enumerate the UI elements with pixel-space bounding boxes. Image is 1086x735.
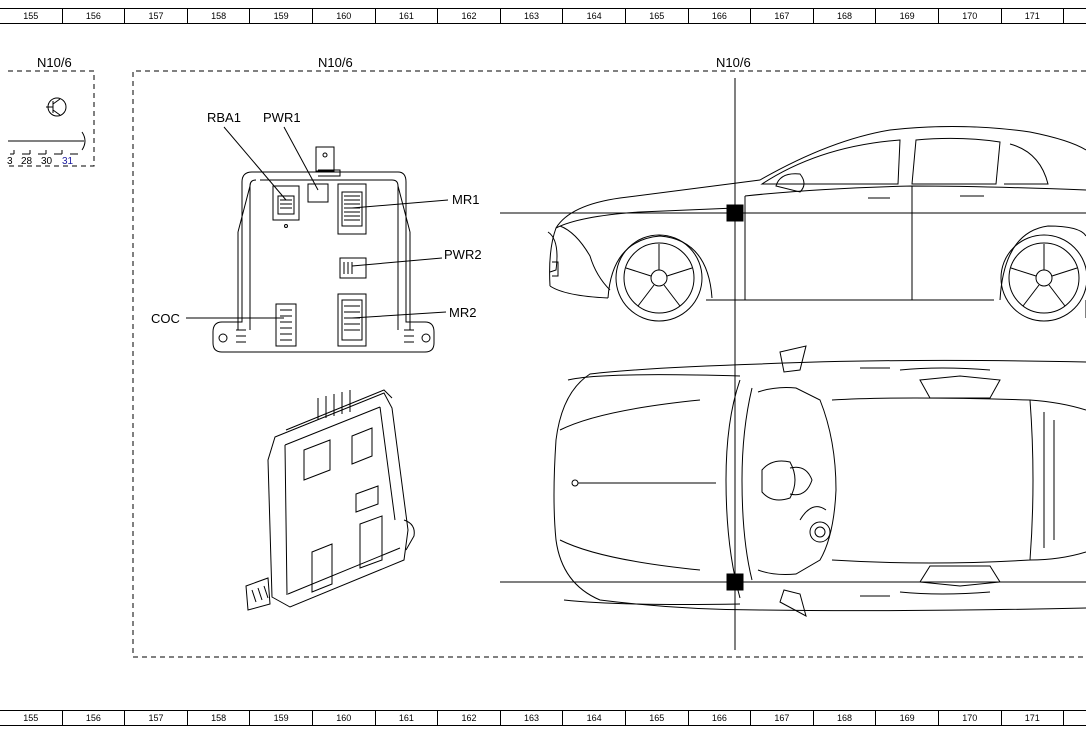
ruler-cell: 158 bbox=[188, 9, 251, 23]
top-grid-ruler: 155 156 157 158 159 160 161 162 163 164 … bbox=[0, 8, 1086, 24]
vehicle-top-view bbox=[553, 345, 1086, 617]
ruler-cell: 166 bbox=[689, 9, 752, 23]
ruler-cell: 169 bbox=[876, 9, 939, 23]
ruler-cell: 160 bbox=[313, 711, 376, 725]
ruler-cell: 161 bbox=[376, 9, 439, 23]
left-box-title: N10/6 bbox=[37, 55, 72, 70]
left-component-box bbox=[8, 70, 95, 167]
center-title: N10/6 bbox=[318, 55, 353, 70]
ruler-cell: 166 bbox=[689, 711, 752, 725]
ruler-cell: 159 bbox=[250, 9, 313, 23]
callout-pwr1: PWR1 bbox=[263, 110, 301, 125]
ruler-cell: 159 bbox=[250, 711, 313, 725]
ruler-cell: 170 bbox=[939, 711, 1002, 725]
ruler-cell: 168 bbox=[814, 9, 877, 23]
ruler-cell: 161 bbox=[376, 711, 439, 725]
pin-number: 3 bbox=[7, 156, 13, 167]
ruler-cell: 167 bbox=[751, 9, 814, 23]
ruler-cell: 156 bbox=[63, 711, 126, 725]
ruler-cell: 167 bbox=[751, 711, 814, 725]
sam-module-perspective-view bbox=[245, 389, 415, 611]
ruler-cell: 168 bbox=[814, 711, 877, 725]
ruler-cell: 158 bbox=[188, 711, 251, 725]
ruler-cell: 164 bbox=[563, 9, 626, 23]
ruler-cell: 162 bbox=[438, 711, 501, 725]
ruler-cell: 163 bbox=[501, 711, 564, 725]
ruler-cell: 155 bbox=[0, 9, 63, 23]
callout-leaders bbox=[186, 126, 449, 319]
ruler-cell: 163 bbox=[501, 9, 564, 23]
ruler-cell: 160 bbox=[313, 9, 376, 23]
ruler-cell: 155 bbox=[0, 711, 63, 725]
ruler-cell: 165 bbox=[626, 711, 689, 725]
ruler-cell: 170 bbox=[939, 9, 1002, 23]
ruler-cell: 162 bbox=[438, 9, 501, 23]
sam-module-top-view bbox=[212, 146, 435, 353]
location-crosshair bbox=[500, 78, 1086, 650]
ruler-cell: 169 bbox=[876, 711, 939, 725]
callout-coc: COC bbox=[151, 311, 180, 326]
pin-number: 28 bbox=[21, 156, 33, 167]
ruler-cell: 165 bbox=[626, 9, 689, 23]
callout-rba1: RBA1 bbox=[207, 110, 241, 125]
component-frame bbox=[132, 70, 1086, 658]
ruler-cell: 171 bbox=[1002, 9, 1065, 23]
ruler-cell: 157 bbox=[125, 711, 188, 725]
vehicle-side-view bbox=[547, 125, 1086, 322]
ruler-cell: 156 bbox=[63, 9, 126, 23]
transistor-icon bbox=[46, 97, 67, 117]
pin-number: 30 bbox=[41, 156, 53, 167]
ruler-cell: 157 bbox=[125, 9, 188, 23]
bottom-grid-ruler: 155 156 157 158 159 160 161 162 163 164 … bbox=[0, 710, 1086, 726]
callout-mr1: MR1 bbox=[452, 192, 480, 207]
callout-mr2: MR2 bbox=[449, 305, 477, 320]
ruler-cell: 171 bbox=[1002, 711, 1065, 725]
ruler-cell: 164 bbox=[563, 711, 626, 725]
right-title: N10/6 bbox=[716, 55, 751, 70]
pin-number-highlighted: 31 bbox=[62, 156, 74, 167]
callout-pwr2: PWR2 bbox=[444, 247, 482, 262]
